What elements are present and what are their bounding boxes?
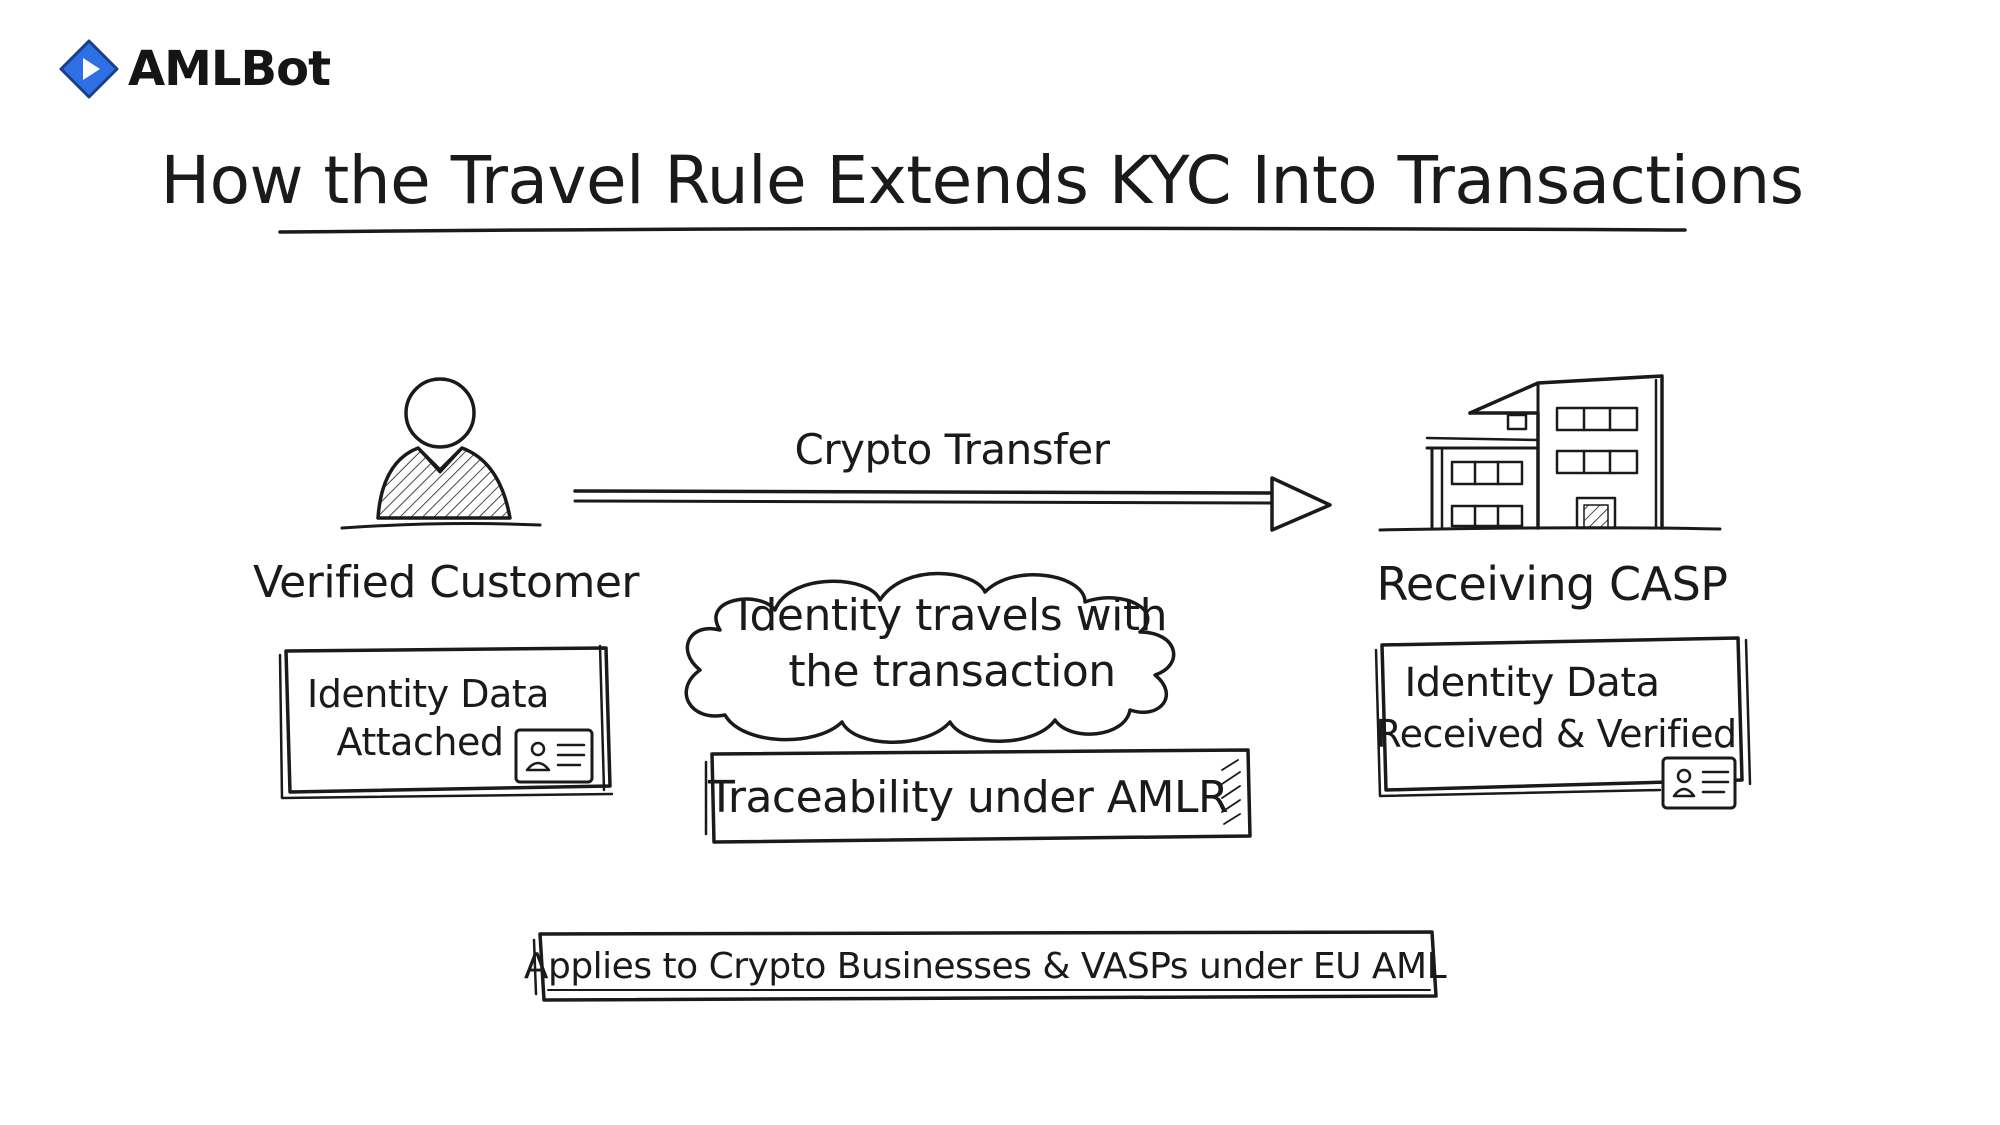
diamond-play-logo-icon <box>59 39 119 99</box>
receiver-box-line2: Received & Verified <box>1375 712 1737 756</box>
person-icon <box>340 377 542 530</box>
brand-logo[interactable]: AMLBot <box>58 38 331 100</box>
receiver-identity-box <box>1374 636 1752 798</box>
traceability-label: Traceability under AMLR <box>707 772 1229 823</box>
brand-name: AMLBot <box>128 41 331 97</box>
sender-identity-box <box>278 644 614 800</box>
sender-box-line2: Attached <box>336 720 504 764</box>
sender-box-line1: Identity Data <box>307 672 549 716</box>
id-card-icon <box>1661 756 1737 810</box>
id-card-icon <box>514 728 594 784</box>
office-building-icon <box>1378 374 1722 532</box>
arrow-right-icon <box>573 476 1332 532</box>
footer-note: Applies to Crypto Businesses & VASPs und… <box>523 946 1447 987</box>
traceability-box <box>704 748 1252 844</box>
cloud-shape <box>684 571 1176 744</box>
sender-label: Verified Customer <box>253 557 640 608</box>
cloud-line1: Identity travels with <box>736 590 1168 641</box>
footer-note-box <box>532 930 1438 1002</box>
transfer-label: Crypto Transfer <box>794 425 1110 474</box>
receiver-box-line1: Identity Data <box>1404 660 1660 706</box>
title-underline <box>278 226 1687 234</box>
receiver-label: Receiving CASP <box>1376 557 1728 611</box>
cloud-line2: the transaction <box>788 646 1116 697</box>
page-title: How the Travel Rule Extends KYC Into Tra… <box>160 142 1804 219</box>
